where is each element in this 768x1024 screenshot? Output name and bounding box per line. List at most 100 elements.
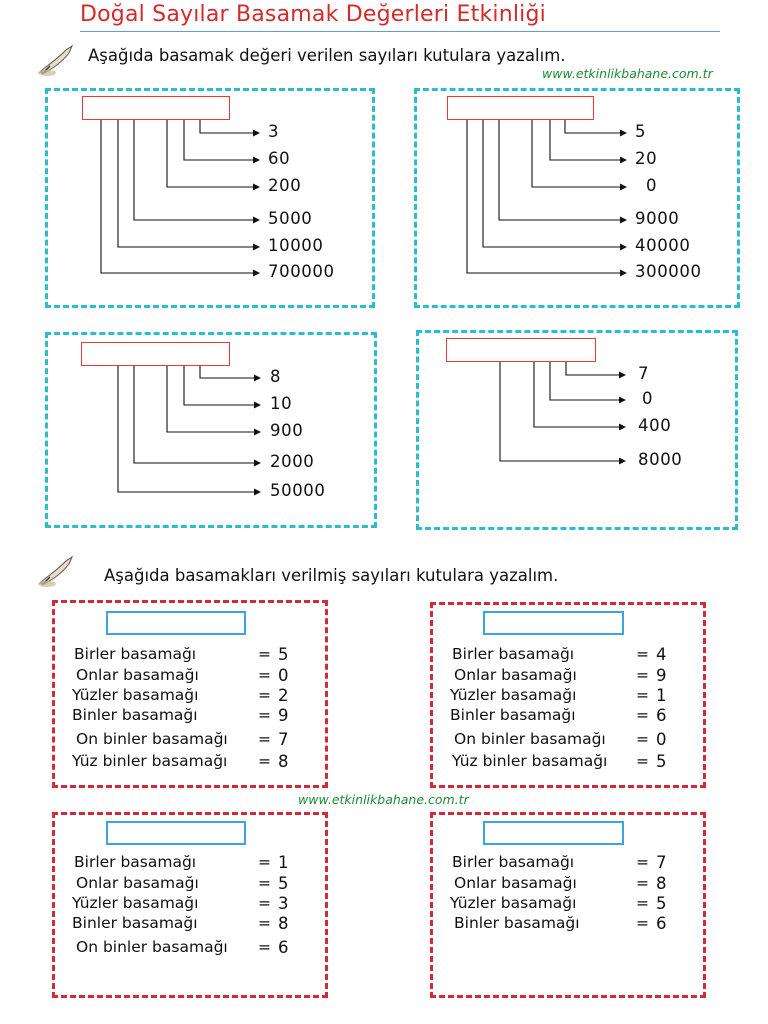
arrow-head [253,269,260,277]
digit-value: 5 [656,752,667,771]
digit-value: 8 [656,874,667,893]
connector-line [133,366,255,464]
equals-sign: = [636,752,649,770]
digit-value: 8 [278,914,289,933]
place-row: Binler basamağı=6 [450,914,690,936]
place-name: Onlar basamağı [454,874,577,892]
equals-sign: = [636,645,649,663]
connector-line [499,362,620,462]
place-row: Yüzler basamağı=1 [450,686,690,708]
place-row: Binler basamağı = 9 [72,706,312,728]
arrow-head [254,374,261,382]
equals-sign: = [636,666,649,684]
equals-sign: = [258,666,271,684]
equals-sign: = [636,706,649,724]
digit-value: 1 [278,853,289,872]
connector-line [482,120,621,248]
place-value-label: 5000 [268,209,313,228]
place-row: Yüz binler basamağı = 5 [450,752,690,774]
equals-sign: = [258,894,271,912]
place-row: Onlar basamağı=5 [72,874,312,896]
place-value-label: 10000 [268,236,324,255]
place-name: Yüzler basamağı [450,686,577,704]
connector-line [498,120,621,221]
place-name: Onlar basamağı [76,666,199,684]
connector-line [564,120,621,134]
digit-value: 8 [278,752,289,771]
value-exercise-box-4 [416,330,738,530]
connector-line [183,366,255,406]
arrow-head [620,156,627,164]
connector-line [549,120,621,161]
website-link[interactable]: www.etkinlikbahane.com.tr [542,66,713,81]
place-row: Onlar basamağı=9 [450,666,690,688]
equals-sign: = [258,686,271,704]
place-name: Binler basamağı [72,706,198,724]
digit-value: 9 [278,706,289,725]
digit-exercise-box-1 [52,600,328,788]
place-row: Binler basamağı=6 [450,706,690,728]
connector-line [100,120,254,274]
arrow-head [620,129,627,137]
place-value-label: 9000 [635,209,680,228]
digit-exercise-box-2 [430,602,706,788]
connector-line [199,120,254,134]
place-value-label: 0 [646,176,658,195]
equals-sign: = [258,706,271,724]
place-name: On binler basamağı [76,730,228,748]
place-value-label: 900 [270,421,304,440]
digit-value: 0 [278,666,289,685]
arrow-head [253,129,260,137]
place-row: Yüz binler basamağı=8 [72,752,312,774]
place-value-label: 0 [642,389,654,408]
place-name: On binler basamağı [454,730,606,748]
place-name: Birler basamağı [452,853,575,871]
connector-line [466,120,621,274]
answer-box-1[interactable] [82,96,230,120]
digit-value: 2 [278,686,289,705]
digit-value: 9 [656,666,667,685]
answer-box-7[interactable] [106,821,246,845]
answer-box-2[interactable] [447,96,594,120]
equals-sign: = [258,645,271,663]
place-row: On binler basamağı=6 [72,938,312,960]
place-row: Birler basamağı=5 [72,645,312,667]
answer-box-6[interactable] [483,611,624,635]
arrow-head [620,183,627,191]
connector-line [549,362,620,401]
place-row: Yüzler basamağı=2 [72,686,312,708]
arrow-head [253,216,260,224]
answer-box-5[interactable] [106,611,246,635]
website-link[interactable]: www.etkinlikbahane.com.tr [298,792,469,807]
quill-pen-icon [38,555,74,587]
place-value-label: 10 [270,394,293,413]
title-underline [80,31,720,32]
equals-sign: = [636,894,649,912]
place-name: Onlar basamağı [76,874,199,892]
value-exercise-box-2 [414,88,740,308]
answer-box-8[interactable] [483,821,624,845]
connector-line [117,366,255,493]
connector-line [565,362,620,376]
equals-sign: = [258,874,271,892]
connector-line [117,120,254,248]
place-name: Binler basamağı [454,914,580,932]
answer-box-4[interactable] [446,338,596,362]
place-name: On binler basamağı [76,938,228,956]
arrow-head [619,457,626,465]
place-value-label: 60 [268,149,291,168]
equals-sign: = [636,730,649,748]
answer-box-3[interactable] [81,342,230,366]
place-name: Yüz binler basamağı [452,752,608,770]
connector-line [166,120,254,188]
digit-value: 7 [278,730,289,749]
digit-value: 5 [656,894,667,913]
arrow-head [253,156,260,164]
place-value-label: 700000 [268,262,335,281]
place-value-label: 300000 [635,262,702,281]
quill-pen-icon [38,44,74,76]
digit-value: 7 [656,853,667,872]
